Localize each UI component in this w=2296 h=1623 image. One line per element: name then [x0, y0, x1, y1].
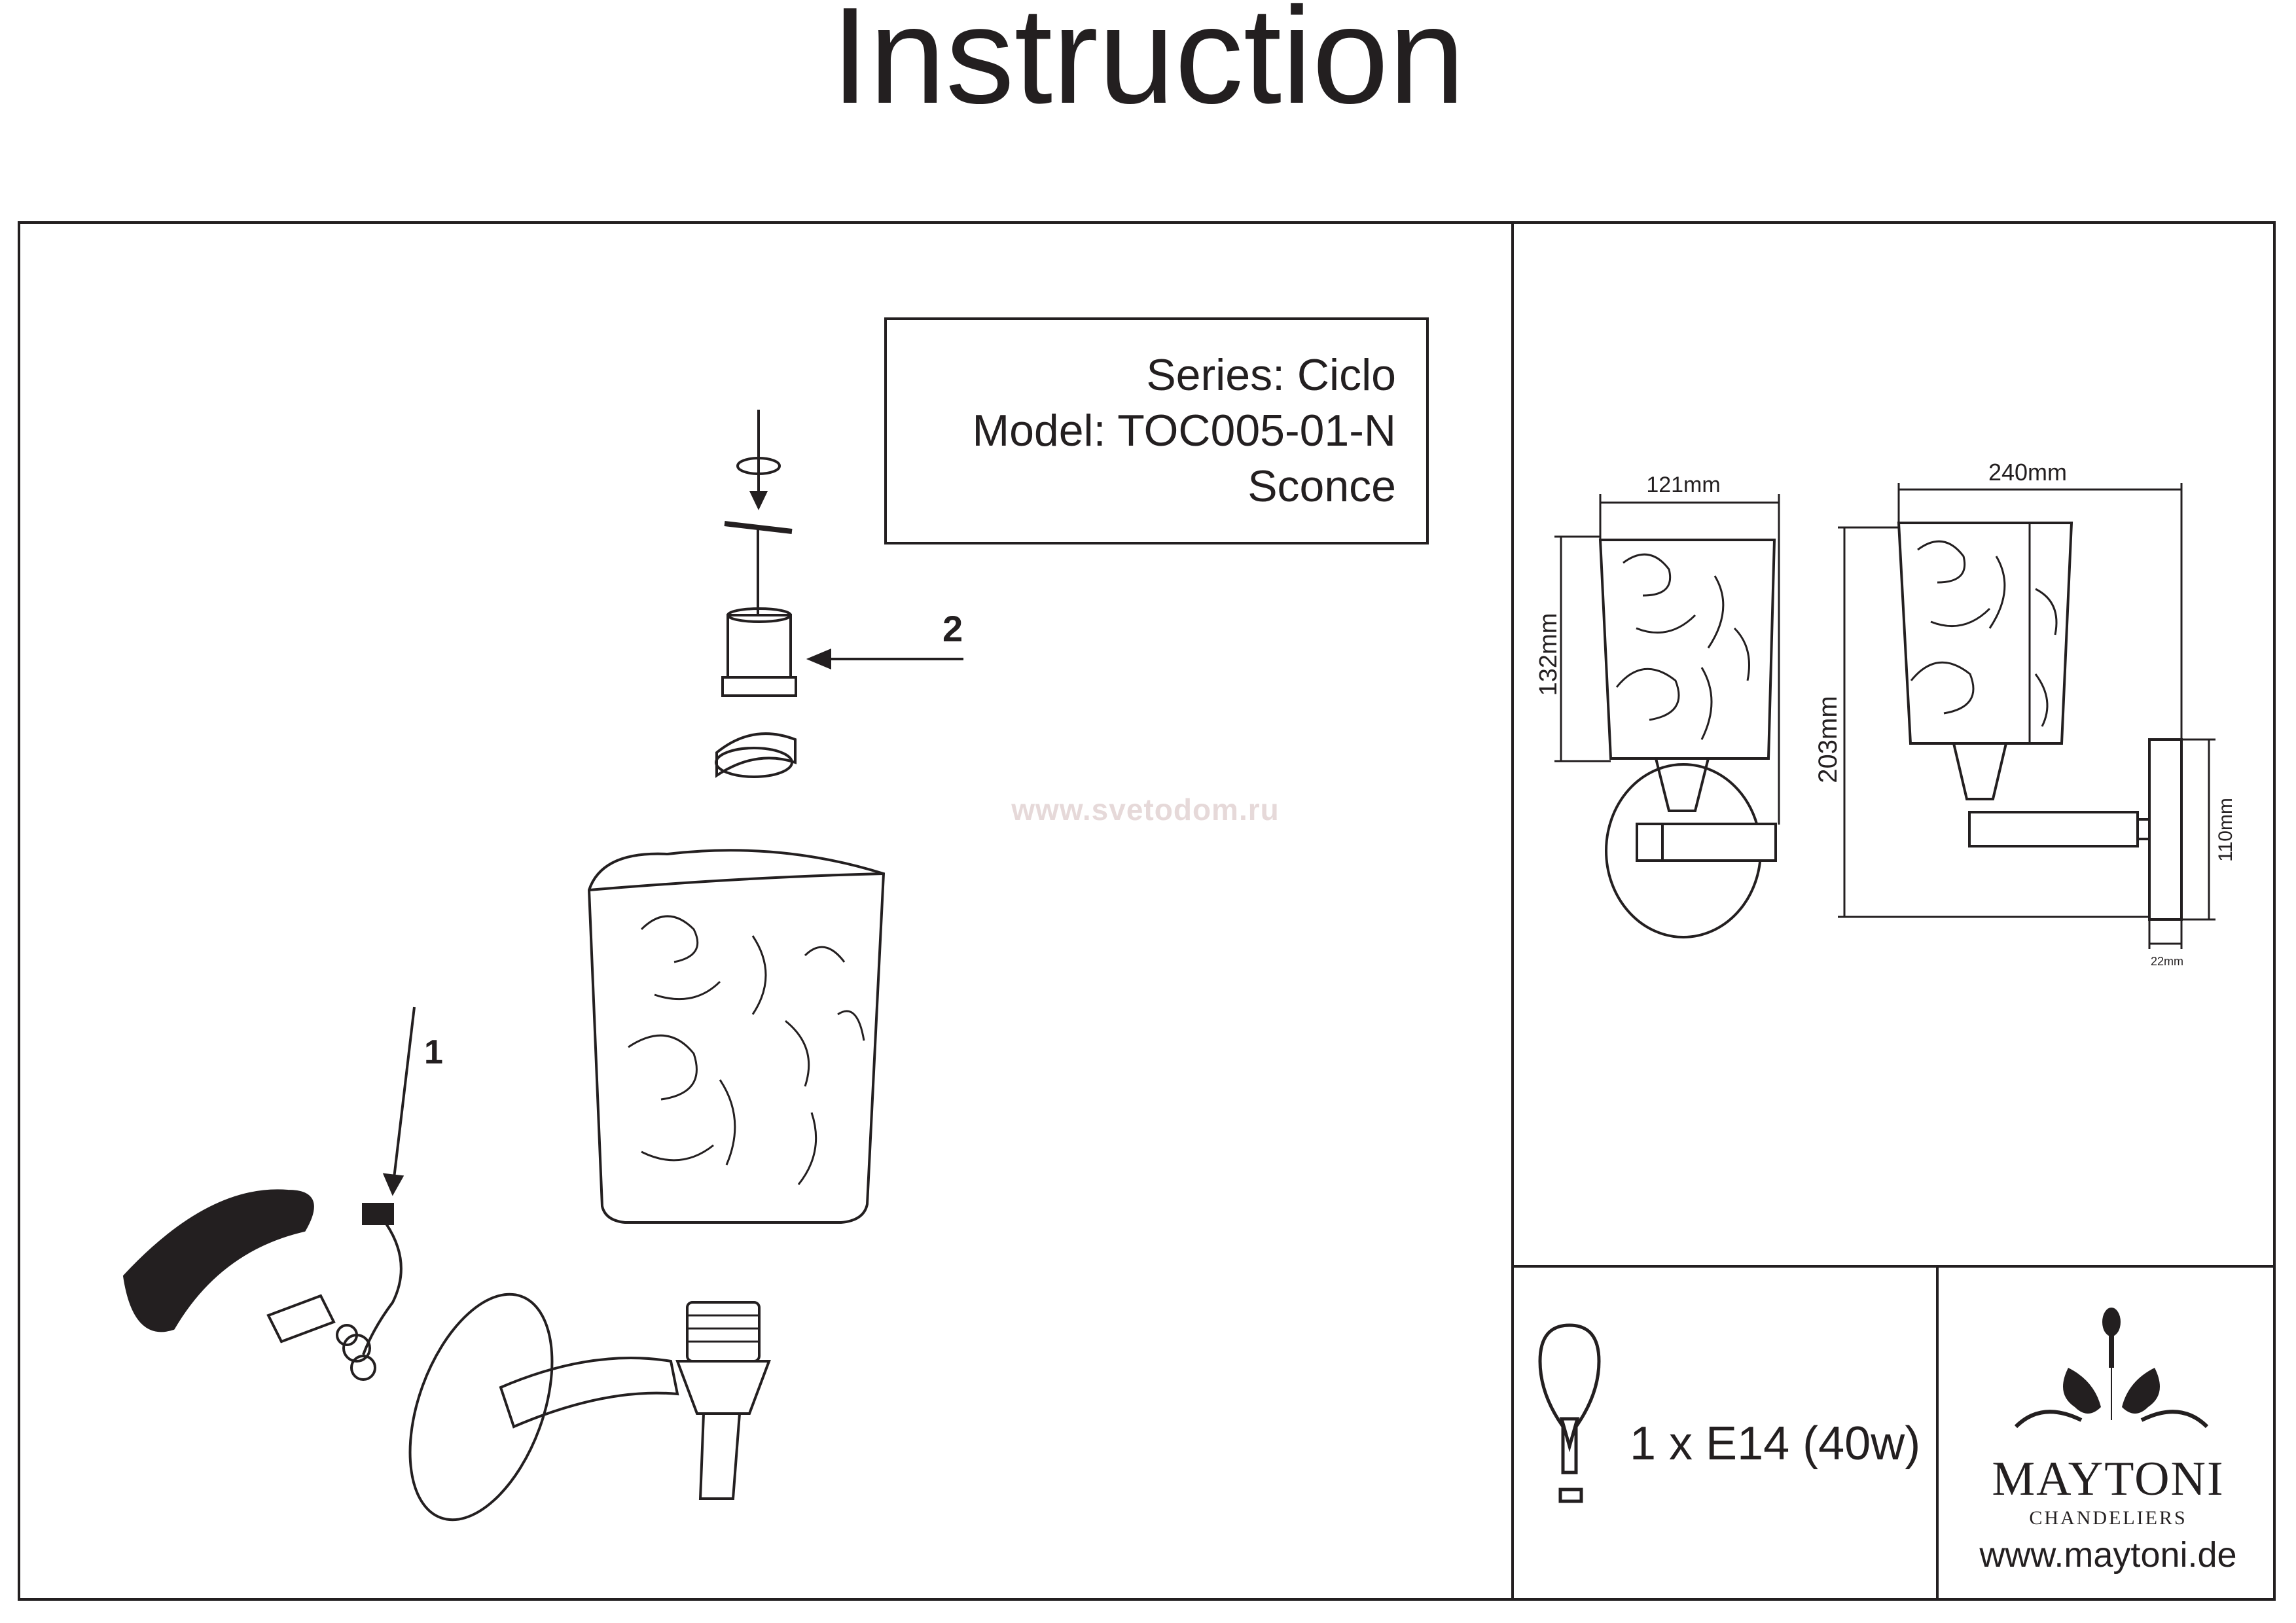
dim-plate-height: 110mm	[2215, 798, 2236, 862]
dim-depth: 240mm	[1988, 459, 2067, 486]
series-label: Series: Ciclo	[1146, 350, 1396, 400]
screw-rotate-icon	[736, 410, 781, 510]
step-2-arrow	[806, 648, 963, 670]
watermark: www.svetodom.ru	[1011, 793, 1280, 827]
wall-bracket	[408, 1293, 771, 1522]
brand-subtitle: CHANDELIERS	[2029, 1507, 2187, 1529]
step-1-arrow	[382, 1007, 416, 1196]
divider-vertical	[1511, 221, 1514, 1601]
dim-height-total: 203mm	[1814, 696, 1842, 783]
brand-website: www.maytoni.de	[1979, 1535, 2237, 1575]
model-label: Model: TOC005-01-N	[972, 406, 1396, 455]
product-info-box: Series: Ciclo Model: TOC005-01-N Sconce	[884, 317, 1429, 544]
step-1-label: 1	[424, 1033, 443, 1071]
side-view-drawing	[1838, 483, 2215, 949]
step-2-label: 2	[942, 608, 963, 649]
wall-mount-plate	[122, 1189, 403, 1381]
brand-logo: MAYTONI CHANDELIERS	[1940, 1453, 2276, 1531]
lamp-shade	[587, 849, 886, 1224]
brand-name: MAYTONI	[1992, 1452, 2225, 1506]
finial-part	[715, 521, 797, 778]
page-title: Instruction	[831, 0, 1465, 132]
instruction-frame	[18, 221, 2276, 1601]
front-view-drawing	[1554, 494, 1780, 938]
dim-width-front: 121mm	[1646, 473, 1720, 497]
divider-vertical-bottom	[1936, 1265, 1939, 1601]
dim-plate-thickness: 22mm	[2151, 955, 2183, 968]
maytoni-logo-icon	[2014, 1308, 2209, 1429]
dim-height-shade: 132mm	[1535, 613, 1562, 696]
light-bulb-icon	[1538, 1323, 1601, 1503]
divider-horizontal	[1511, 1265, 2276, 1268]
bulb-spec: 1 x E14 (40w)	[1630, 1418, 1921, 1470]
product-type-label: Sconce	[1247, 461, 1396, 511]
